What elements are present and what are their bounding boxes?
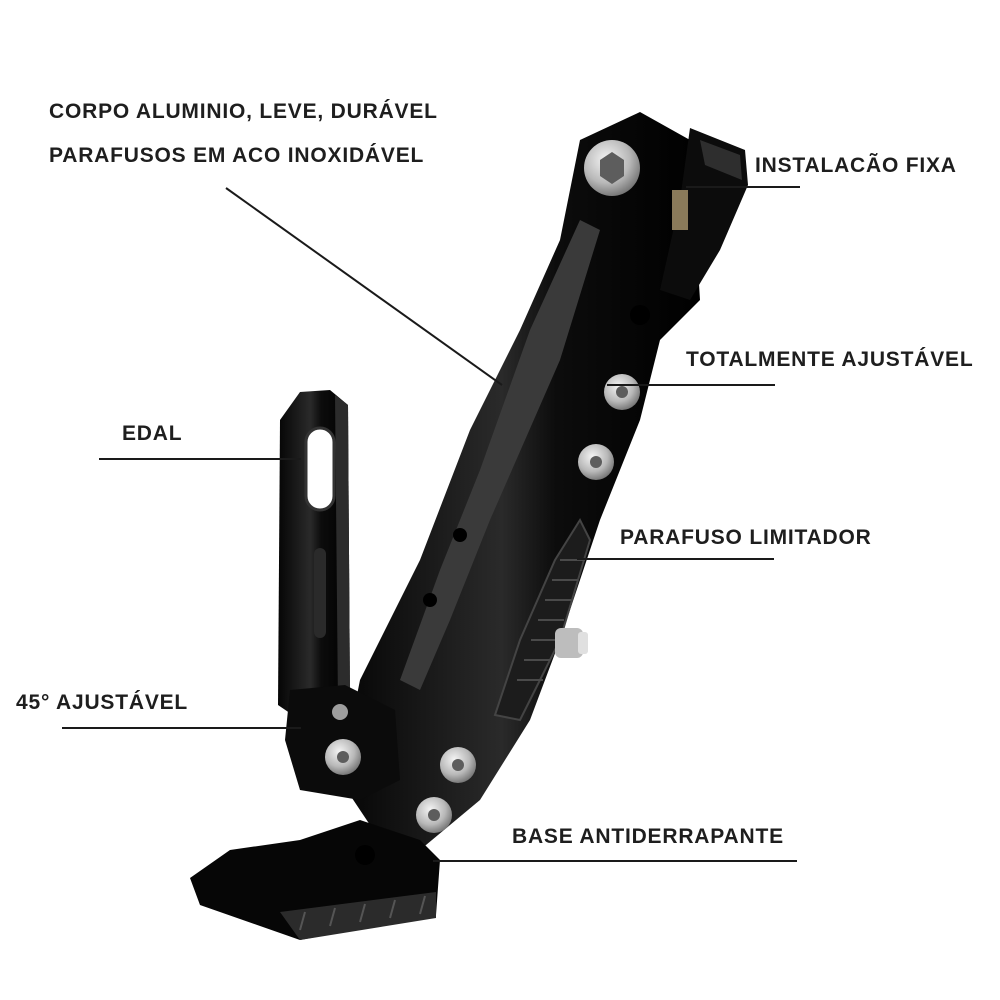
stainless-bolts: [325, 140, 640, 833]
label-angle-adjustable: 45° AJUSTÁVEL: [16, 691, 189, 714]
pedal-bracket: [278, 390, 350, 720]
main-leg: [340, 112, 748, 850]
label-non-slip-base: BASE ANTIDERRAPANTE: [512, 825, 784, 848]
leader-non-slip-base: [433, 860, 797, 862]
leader-fixed-install: [686, 186, 800, 188]
non-slip-foot: [190, 685, 440, 940]
leader-limit-screw: [577, 558, 774, 560]
label-pedal: EDAL: [122, 422, 183, 445]
label-screws: PARAFUSOS EM ACO INOXIDÁVEL: [49, 144, 425, 167]
leader-body-material: [225, 187, 503, 386]
leader-angle-adjustable: [62, 727, 301, 729]
leader-fully-adjustable: [607, 384, 775, 386]
label-body-material: CORPO ALUMINIO, LEVE, DURÁVEL: [49, 100, 438, 123]
label-fully-adjustable: TOTALMENTE AJUSTÁVEL: [686, 348, 974, 371]
leader-pedal: [99, 458, 301, 460]
label-fixed-install: INSTALACÃO FIXA: [755, 154, 957, 177]
label-limit-screw: PARAFUSO LIMITADOR: [620, 526, 872, 549]
